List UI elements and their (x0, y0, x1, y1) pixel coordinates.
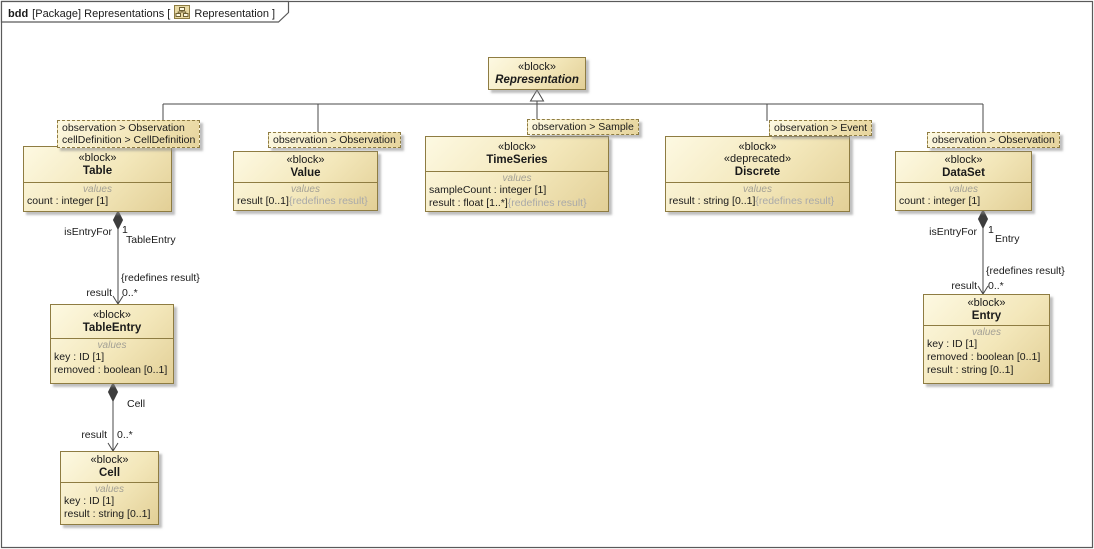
attribute-row: result : float [1..*]{redefines result} (429, 197, 587, 209)
values-compartment-title: values (949, 184, 978, 195)
block-representation[interactable]: «block» Representation (488, 57, 586, 90)
values-compartment-title: values (972, 327, 1001, 338)
composition-diamond-icon (977, 208, 989, 230)
block-table[interactable]: «block» Table values count : integer [1] (23, 146, 172, 212)
tag-line: observation > Observation (62, 122, 185, 134)
assoc-role-label[interactable]: isEntryFor (64, 226, 112, 238)
block-name: Cell (98, 467, 121, 479)
block-timeseries[interactable]: «block» TimeSeries values sampleCount : … (425, 136, 609, 212)
block-discrete[interactable]: «block» «deprecated» Discrete values res… (665, 136, 850, 212)
tag-value[interactable]: observation > Observation (268, 132, 401, 148)
assoc-role-label[interactable]: isEntryFor (929, 226, 977, 238)
block-name: Discrete (734, 165, 781, 178)
generalization-triangle-icon (529, 89, 545, 102)
attribute-row: result : string [0..1]{redefines result} (669, 195, 835, 207)
composition-diamond-icon (107, 381, 119, 403)
values-compartment-title: values (743, 184, 772, 195)
tag-line: observation > Event (774, 122, 868, 134)
assoc-role-label[interactable]: result (86, 287, 112, 299)
attribute-row: result [0..1]{redefines result} (237, 195, 368, 207)
tag-line: observation > Sample (532, 121, 634, 133)
diagram-tab (0, 0, 290, 23)
stereotype-label: «block» (93, 308, 131, 321)
block-name: TimeSeries (486, 154, 548, 166)
assoc-role-label[interactable]: result (81, 429, 107, 441)
tag-table[interactable]: observation > Observation cellDefinition… (57, 120, 201, 148)
diagram-close-bracket: ] (271, 8, 276, 20)
stereotype-label: «block» (286, 154, 325, 166)
assoc-constraint-label[interactable]: {redefines result} (986, 265, 1065, 277)
block-name: Value (290, 167, 321, 179)
assoc-multiplicity-label[interactable]: 0..* (988, 280, 1004, 292)
tag-dataset[interactable]: observation > Observation (927, 132, 1060, 148)
stereotype-label: «block» (518, 60, 556, 73)
block-entry[interactable]: «block» Entry values key : ID [1] remove… (923, 294, 1050, 384)
stereotype-label: «block» (738, 140, 777, 153)
attribute-row: result : string [0..1] (64, 508, 151, 520)
values-compartment-title: values (83, 184, 112, 195)
bdd-diagram-icon (174, 5, 191, 23)
attribute-row: sampleCount : integer [1] (429, 184, 547, 196)
attribute-row: key : ID [1] (927, 338, 978, 350)
values-compartment-title: values (95, 484, 124, 495)
block-dataset[interactable]: «block» DataSet values count : integer [… (895, 151, 1032, 211)
block-name: Table (82, 164, 113, 177)
tag-discrete[interactable]: observation > Event (769, 120, 873, 136)
values-compartment-title: values (291, 184, 320, 195)
tag-line: observation > Observation (932, 134, 1055, 146)
composition-diamond-icon (112, 209, 124, 231)
diagram-header: bdd [Package] Representations [ Represen… (8, 5, 275, 23)
block-value[interactable]: «block» Value values result [0..1]{redef… (233, 151, 378, 211)
stereotype-label: «block» (78, 151, 117, 164)
assoc-name-label[interactable]: TableEntry (126, 234, 176, 246)
attribute-row: removed : boolean [0..1] (54, 364, 168, 376)
diagram-name-label: Representation (194, 8, 269, 20)
diagram-context-label: [Package] Representations [ (32, 8, 171, 20)
stereotype-label: «block» (498, 141, 536, 153)
attribute-row: removed : boolean [0..1] (927, 351, 1041, 363)
block-name: Entry (971, 310, 1002, 322)
assoc-multiplicity-label[interactable]: 1 (122, 224, 128, 236)
tag-timeseries[interactable]: observation > Sample (527, 119, 639, 135)
assoc-name-label[interactable]: Entry (995, 233, 1020, 245)
assoc-multiplicity-label[interactable]: 1 (988, 224, 994, 236)
tag-line: cellDefinition > CellDefinition (62, 134, 196, 146)
attribute-row: count : integer [1] (899, 195, 981, 207)
stereotype-label: «block» (944, 154, 983, 166)
block-cell[interactable]: «block» Cell values key : ID [1] result … (60, 451, 159, 525)
tag-line: observation > Observation (273, 134, 396, 146)
values-compartment-title: values (502, 173, 532, 184)
stereotype-label: «block» (967, 297, 1006, 309)
diagram-kind-label: bdd (8, 8, 29, 20)
assoc-multiplicity-label[interactable]: 0..* (122, 287, 138, 299)
assoc-name-label[interactable]: Cell (127, 398, 146, 410)
stereotype-label: «deprecated» (723, 152, 792, 165)
block-name: TableEntry (82, 321, 142, 334)
values-compartment-title: values (97, 340, 127, 351)
stereotype-label: «block» (90, 454, 129, 466)
block-name: DataSet (942, 167, 985, 179)
block-name: Representation (495, 73, 579, 86)
block-tableentry[interactable]: «block» TableEntry values key : ID [1] r… (50, 304, 174, 384)
attribute-row: key : ID [1] (54, 351, 105, 363)
attribute-row: result : string [0..1] (927, 364, 1014, 376)
assoc-multiplicity-label[interactable]: 0..* (117, 429, 133, 441)
attribute-row: key : ID [1] (64, 495, 115, 507)
assoc-role-label[interactable]: result (951, 280, 977, 292)
assoc-constraint-label[interactable]: {redefines result} (121, 272, 200, 284)
attribute-row: count : integer [1] (27, 195, 109, 207)
